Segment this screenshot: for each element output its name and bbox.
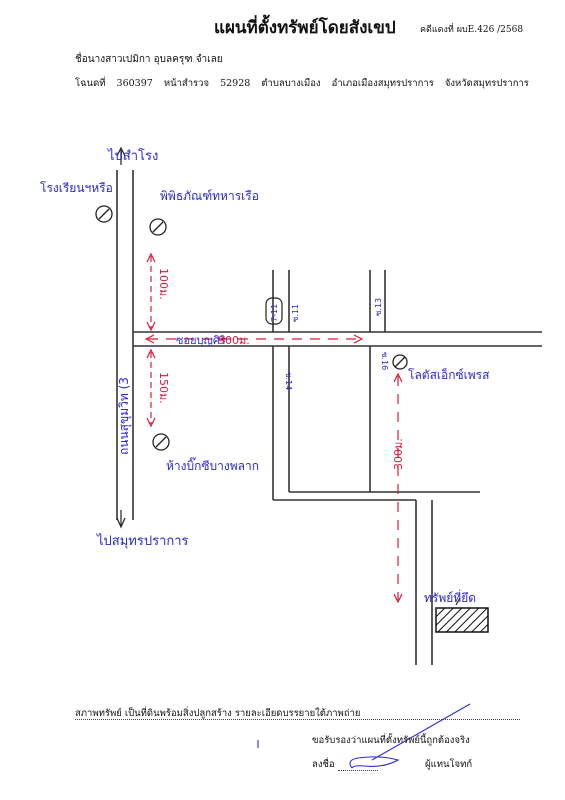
soi-16-label: ซ.16 bbox=[380, 352, 389, 370]
deed-number: 360397 bbox=[116, 78, 153, 89]
museum-label: พิพิธภัณฑ์ทหารเรือ bbox=[160, 189, 259, 203]
north-distance-label: 100ม. bbox=[157, 268, 170, 300]
subdistrict: ตำบลบางเมือง bbox=[261, 78, 321, 89]
certify-text: ขอรับรองว่าแผนที่ตั้งทรัพย์นี้ถูกต้องจริ… bbox=[312, 735, 470, 746]
market-label: ห้างบิ๊กซีบางพลาก bbox=[166, 457, 259, 473]
signature bbox=[257, 703, 471, 769]
property-status: สภาพทรัพย์ เป็นที่ดินพร้อมสิ่งปลูกสร้าง … bbox=[75, 708, 361, 719]
road-lines bbox=[116, 170, 542, 665]
soi-14-label: ซ.14 bbox=[284, 372, 293, 390]
case-number: คดีแดงที่ ผบE.426 /2568 bbox=[420, 25, 524, 35]
deed-label: โฉนดที่ bbox=[75, 78, 106, 89]
soi-13-label: ซ.13 bbox=[374, 298, 383, 316]
shop-label: โลตัสเอ็กซ์เพรส bbox=[408, 367, 490, 382]
main-road-label: ถนนสุขุมวิท (3 bbox=[117, 377, 132, 455]
property-block bbox=[435, 607, 489, 633]
signer-title: ผู้แทนโจทก์ bbox=[425, 759, 473, 770]
survey-label: หน้าสำรวจ bbox=[163, 78, 210, 89]
landmark-circles bbox=[95, 205, 408, 451]
soi-distance-label: 900ม. bbox=[218, 334, 250, 347]
direction-arrows bbox=[116, 146, 126, 529]
status-dotted-line bbox=[75, 719, 520, 720]
province: จังหวัดสมุทรปราการ bbox=[444, 78, 529, 89]
deed-info: โฉนดที่ 360397 หน้าสำรวจ 52928 ตำบลบางเม… bbox=[75, 76, 537, 91]
property-distance-label: 300ม. bbox=[392, 438, 405, 470]
south-distance-label: 150ม. bbox=[157, 372, 170, 404]
property-pointer bbox=[455, 597, 461, 606]
sign-dotted-line bbox=[338, 770, 378, 771]
page-title: แผนที่ตั้งทรัพย์โดยสังเขป bbox=[214, 18, 396, 38]
store-label: 7-11 bbox=[270, 304, 279, 322]
store-badge bbox=[265, 297, 283, 325]
to-south-label: ไปสมุทรปราการ bbox=[96, 533, 189, 549]
owner-name: ชื่อนางสาวเปมิกา อุบลครุฑ จำเลย bbox=[75, 54, 223, 65]
property-label: ทรัพย์ที่ยึด bbox=[424, 589, 476, 605]
survey-number: 52928 bbox=[220, 78, 251, 89]
sign-label: ลงชื่อ bbox=[312, 759, 335, 770]
to-north-label: ไปสำโรง bbox=[107, 148, 158, 164]
distance-markers bbox=[144, 252, 403, 604]
district: อำเภอเมืองสมุทรปราการ bbox=[331, 78, 434, 89]
hospital-label: โรงเรียนฯหรือ bbox=[40, 181, 113, 195]
soi-11-label: ซ.11 bbox=[291, 304, 300, 322]
soi-main-label: ซอยบุญศิริ bbox=[176, 334, 226, 347]
